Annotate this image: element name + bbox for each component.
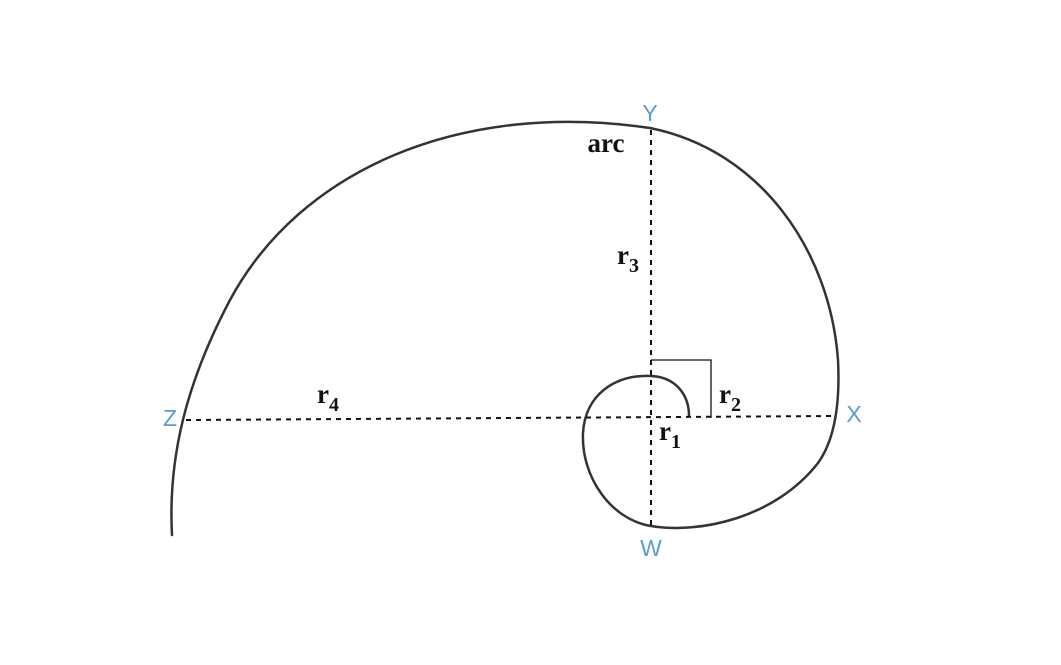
point-label-w: W	[640, 535, 662, 561]
point-label-x: X	[846, 401, 861, 427]
point-label-y: Y	[642, 100, 657, 126]
radius-label-r4: r4	[317, 379, 339, 416]
point-label-z: Z	[163, 405, 177, 431]
radius-label-r1: r1	[659, 416, 681, 453]
spiral-curve	[170, 120, 840, 537]
radius-label-r2: r2	[719, 379, 741, 416]
arc-label: arc	[588, 128, 625, 158]
horizontal-dashed-line	[185, 415, 835, 421]
radius-label-r3: r3	[617, 240, 639, 277]
right-angle-marker	[651, 359, 712, 418]
